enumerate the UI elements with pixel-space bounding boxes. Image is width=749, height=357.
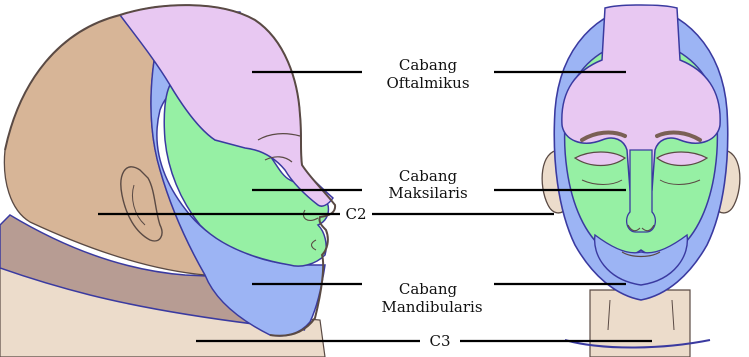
label-maxillary-line1: Cabang	[399, 167, 458, 185]
frontal-nose	[627, 150, 656, 232]
label-c3: C3	[429, 332, 450, 350]
label-mandibular-line2: Mandibularis	[381, 298, 482, 316]
label-ophthalmic-line2: Oftalmikus	[386, 74, 469, 92]
label-mandibular-line1: Cabang	[399, 280, 458, 298]
labels: Cabang Oftalmikus Cabang Maksilaris C2 C…	[345, 56, 482, 350]
label-ophthalmic-line1: Cabang	[399, 56, 458, 74]
frontal-head	[542, 5, 740, 357]
label-maxillary-line2: Maksilaris	[388, 184, 467, 202]
profile-head	[0, 5, 335, 357]
label-c2: C2	[345, 205, 366, 223]
